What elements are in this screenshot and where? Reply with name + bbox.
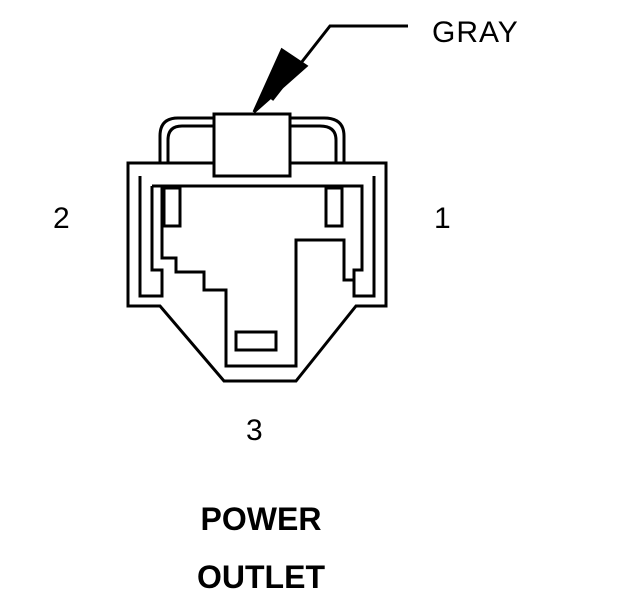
arrowhead (252, 47, 309, 114)
latch-loop-left (158, 116, 214, 163)
inner-cavity (152, 184, 364, 368)
pin-2-label: 2 (53, 202, 70, 235)
latch-loop-left-inner (166, 124, 214, 163)
diagram-title-line2: OUTLET (197, 559, 325, 595)
connector-housing-outer (126, 161, 388, 383)
latch-loop-right-inner (290, 124, 338, 163)
terminal-slot-pin2 (162, 186, 182, 228)
inner-wall-right (352, 176, 376, 298)
inner-wall-left (138, 176, 164, 298)
pin-1-label: 1 (434, 202, 451, 235)
wire-color-label: GRAY (432, 16, 519, 49)
pin-3-label: 3 (246, 414, 263, 447)
latch-loop-right (290, 116, 346, 163)
diagram-title-line1: POWER (200, 501, 322, 537)
terminal-slot-pin3 (234, 330, 278, 352)
latch-block (212, 112, 292, 178)
terminal-slot-pin1 (324, 186, 344, 228)
